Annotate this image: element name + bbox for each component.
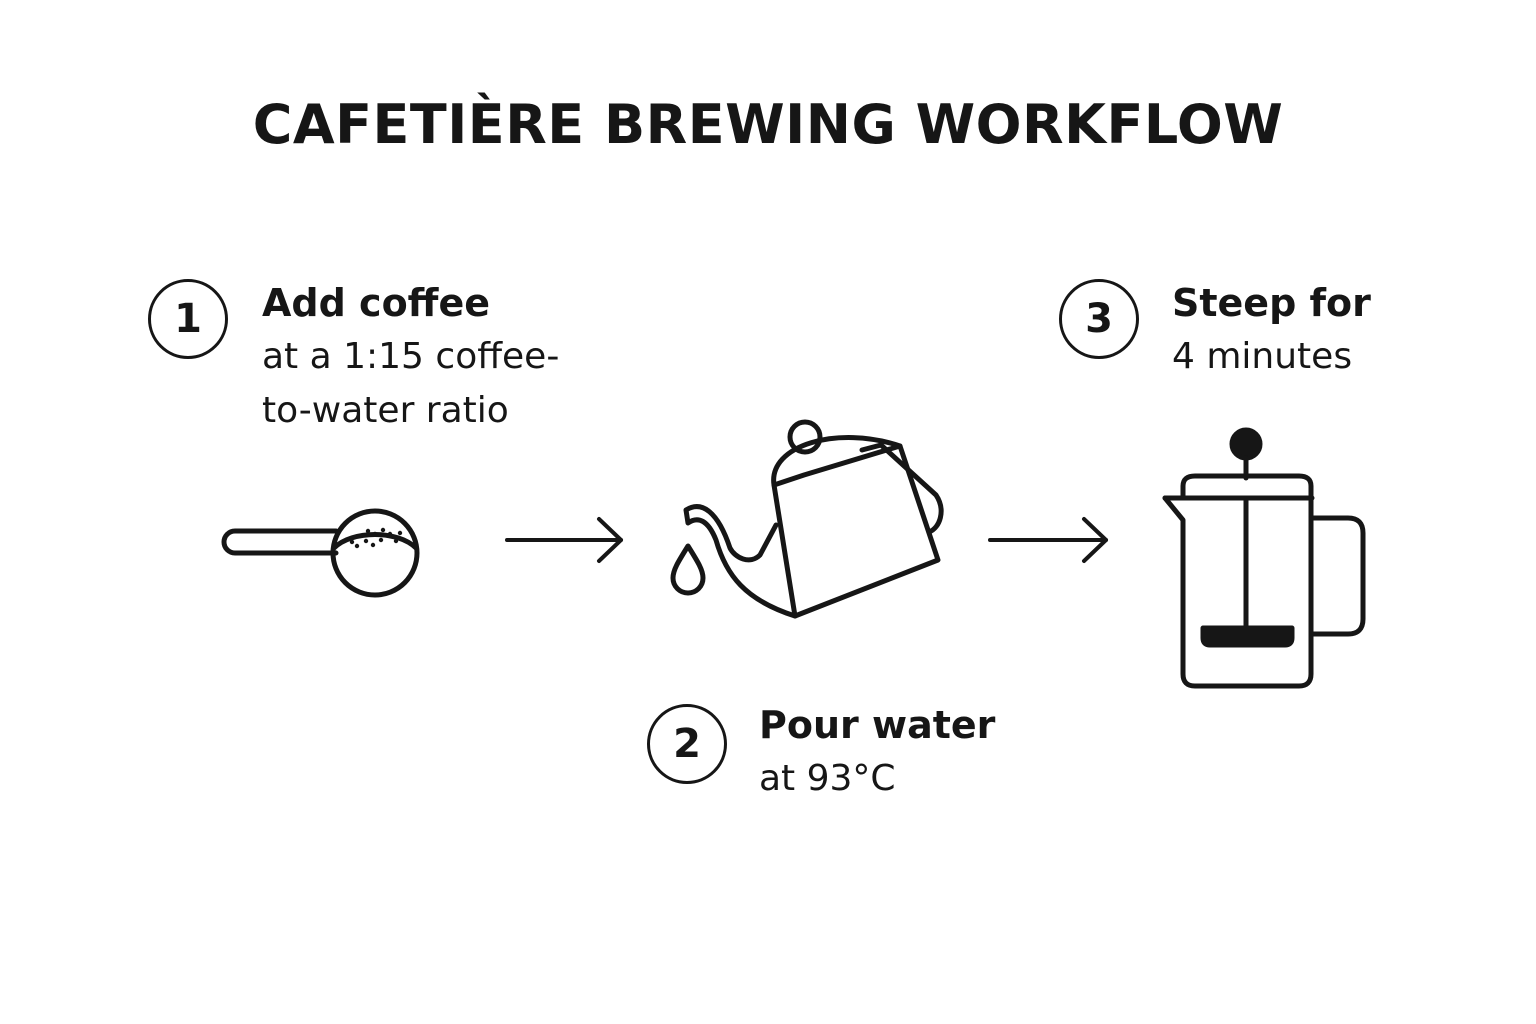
french-press-icon <box>1162 427 1366 689</box>
step-2-heading: Pour water <box>759 703 996 747</box>
step-1-heading: Add coffee <box>262 281 490 325</box>
step-1-description: at a 1:15 coffee- to-water ratio <box>262 336 560 431</box>
gooseneck-kettle-icon <box>670 419 944 619</box>
step-2-label: Pour water at 93°C <box>759 698 995 806</box>
step-1-number-badge: 1 <box>148 279 228 359</box>
arrow-right-icon <box>988 517 1108 563</box>
arrow-right-icon <box>505 517 623 563</box>
step-3-description: 4 minutes <box>1172 336 1353 377</box>
step-3-label: Steep for 4 minutes <box>1172 276 1371 384</box>
step-3-number-badge: 3 <box>1059 279 1139 359</box>
step-3-heading: Steep for <box>1172 281 1371 325</box>
measuring-scoop-icon <box>221 508 420 598</box>
step-1-label: Add coffee at a 1:15 coffee- to-water ra… <box>262 276 559 438</box>
diagram-title: CAFETIÈRE BREWING WORKFLOW <box>252 93 1284 156</box>
step-2-number-badge: 2 <box>647 704 727 784</box>
step-2-description: at 93°C <box>759 758 896 799</box>
